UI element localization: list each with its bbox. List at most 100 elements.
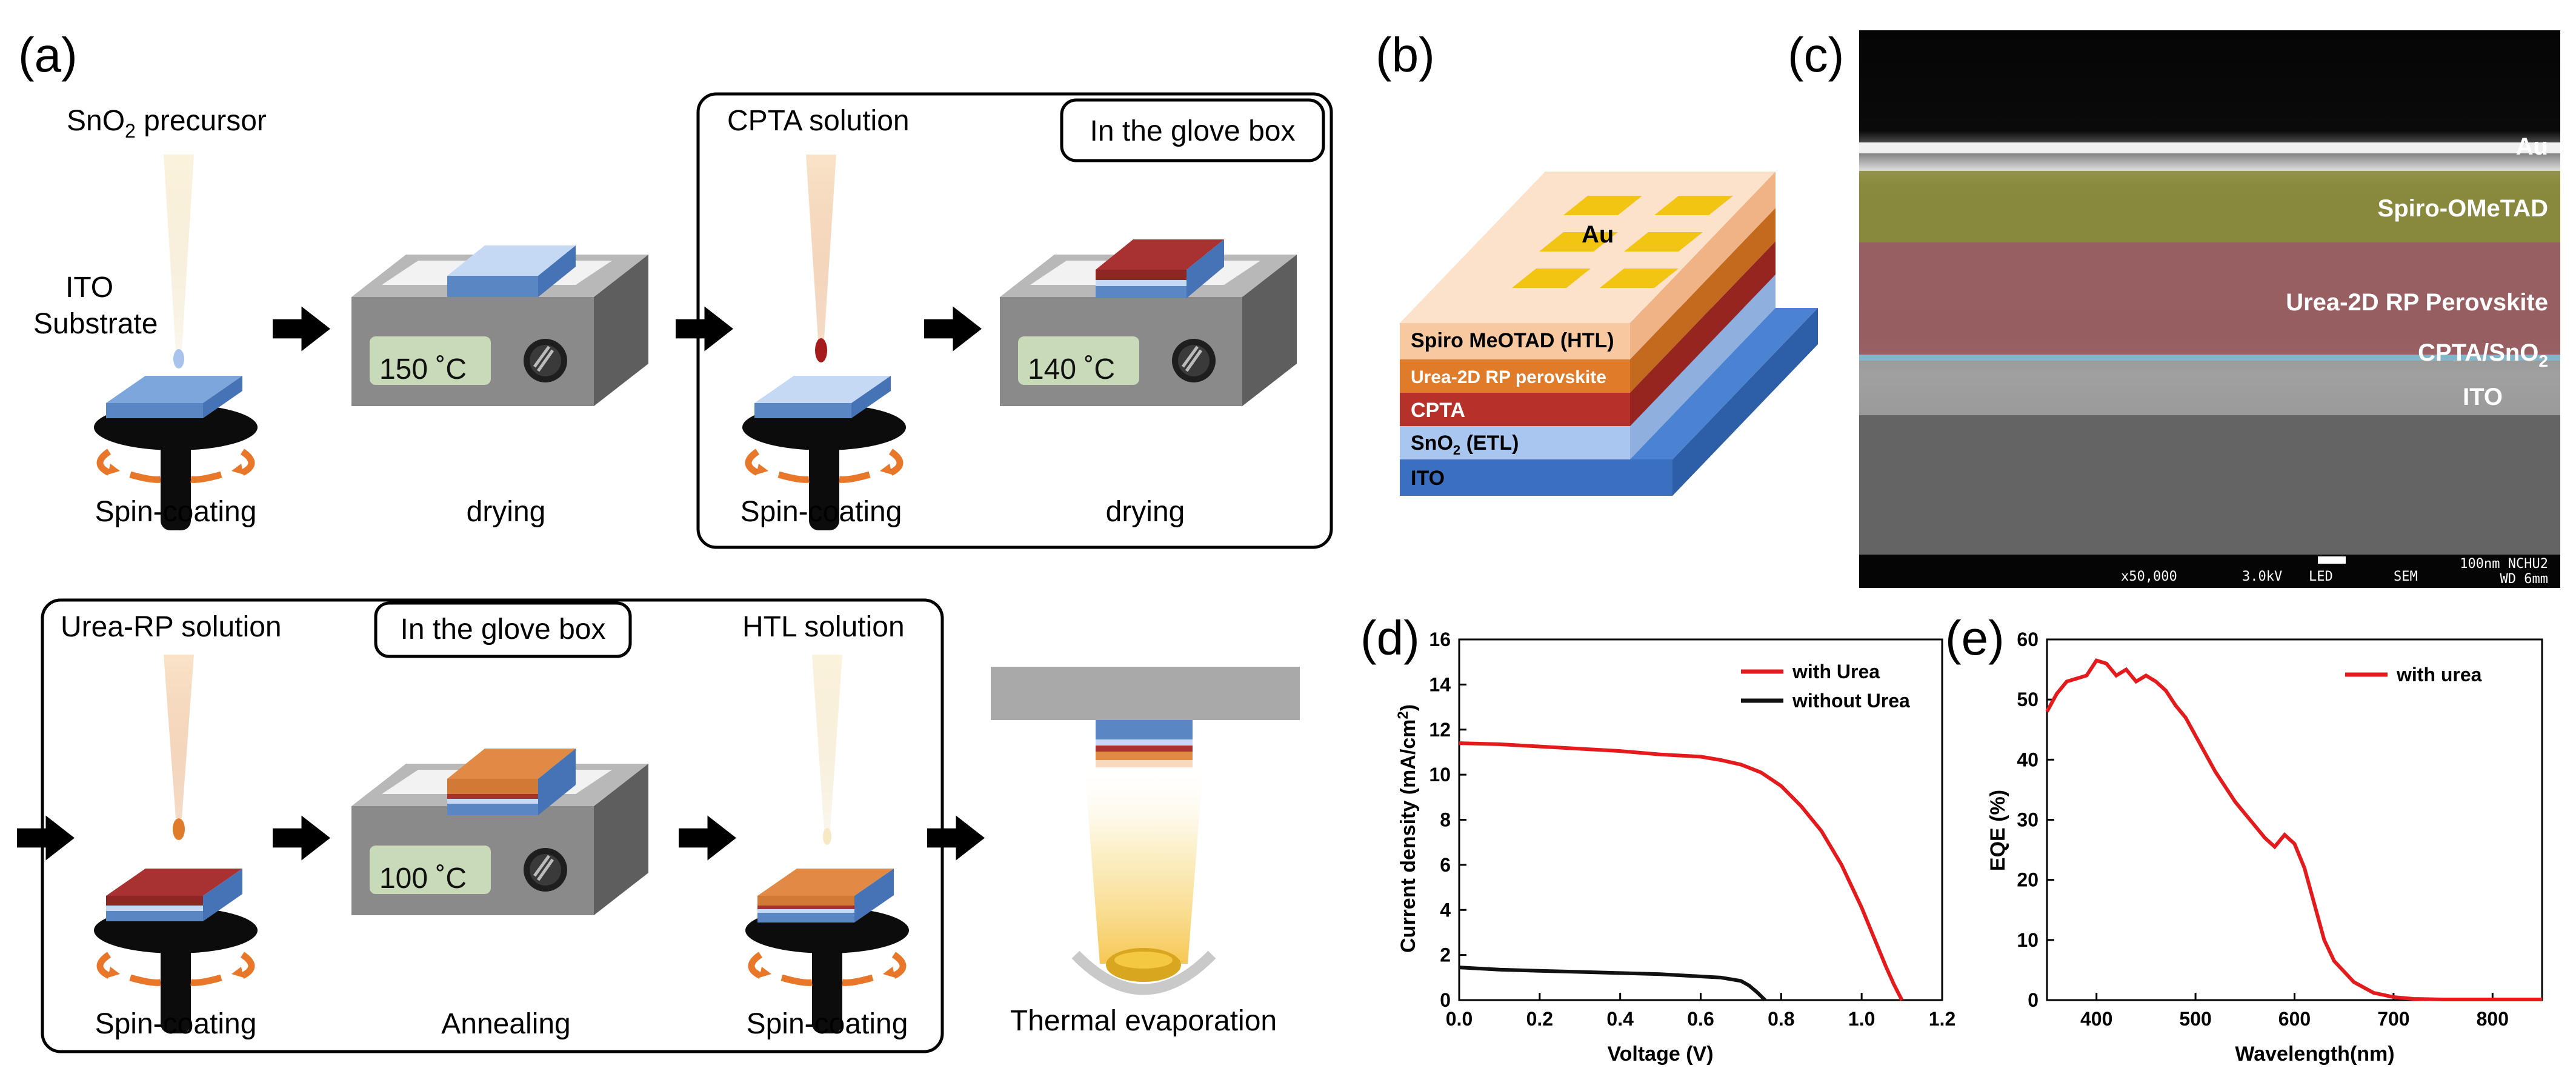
ito-substrate-label-1: ITO <box>65 272 113 304</box>
sample-on-hotplate-2 <box>1096 239 1224 298</box>
y-tick-label: 20 <box>2017 869 2039 891</box>
eqe-chart-xlabel: Wavelength(nm) <box>2235 1043 2394 1066</box>
htl-droplet <box>823 828 831 845</box>
panel-label-c: (c) <box>1788 28 1844 82</box>
y-tick-label: 0 <box>2028 989 2039 1011</box>
sem-ito-label: ITO <box>2463 384 2503 410</box>
series-line-0 <box>1459 741 1904 1001</box>
arrow-1 <box>273 306 330 352</box>
x-tick-label: 0.2 <box>1526 1008 1553 1030</box>
x-tick-label: 0.4 <box>1606 1008 1634 1030</box>
eqe-chart-ylabel: EQE (%) <box>1986 790 2009 871</box>
evaporation-beam <box>1085 770 1203 964</box>
arrow-6 <box>679 815 736 861</box>
ito-substrate-label-2: Substrate <box>33 308 158 340</box>
au-pad-4 <box>1624 232 1703 252</box>
cpta-droplet <box>815 338 827 362</box>
legend-label-0: with Urea <box>1792 661 1880 682</box>
drying-label-2: drying <box>1106 496 1185 528</box>
layer-spiro-front <box>1400 323 1630 359</box>
pipette-tip-cpta <box>806 155 836 339</box>
jv-chart-xlabel: Voltage (V) <box>1607 1043 1713 1066</box>
arrow-7 <box>927 815 985 861</box>
panel-label-d: (d) <box>1360 611 1420 665</box>
y-tick-label: 60 <box>2017 629 2039 650</box>
series-line-0 <box>2045 658 2542 1001</box>
cpta-solution-label: CPTA solution <box>727 105 910 137</box>
y-tick-label: 10 <box>1429 764 1451 786</box>
htl-solution-label: HTL solution <box>742 611 905 643</box>
device-ito-label: ITO <box>1411 467 1445 490</box>
sample-on-hotplate-3 <box>447 749 576 815</box>
sem-spiro-band <box>1859 171 2560 242</box>
glove-box-label-top: In the glove box <box>1090 115 1296 147</box>
layer-ito-front <box>1400 459 1672 496</box>
sno2-droplet <box>173 349 184 369</box>
glove-box-label-bottom: In the glove box <box>401 613 606 646</box>
sem-spiro-label: Spiro-OMeTAD <box>2378 195 2548 222</box>
y-tick-label: 4 <box>1440 899 1451 921</box>
layer-cpta-front <box>1400 393 1630 426</box>
sem-footer-scale: 100nm NCHU2 <box>2460 556 2548 572</box>
y-tick-label: 50 <box>2017 689 2039 710</box>
plot-frame <box>2046 638 2543 1001</box>
arrow-2 <box>676 306 733 352</box>
device-au-label: Au <box>1582 221 1614 248</box>
perovskite-coated-sample <box>757 869 894 923</box>
sem-cpta-label: CPTA/SnO2 <box>2418 339 2548 370</box>
glove-box-frame-top <box>696 92 1333 549</box>
sem-perovskite-band <box>1859 242 2560 355</box>
device-cpta-label: CPTA <box>1411 399 1465 422</box>
panel-label-a: (a) <box>18 28 78 82</box>
sno2-coated-sample <box>754 376 891 418</box>
legend-label-1: without Urea <box>1792 690 1910 712</box>
x-tick-label: 1.0 <box>1848 1008 1875 1030</box>
x-tick-label: 0.0 <box>1446 1008 1473 1030</box>
urea-droplet <box>173 818 185 840</box>
x-tick-label: 1.2 <box>1929 1008 1955 1030</box>
thermal-evaporation-label: Thermal evaporation <box>1010 1005 1277 1037</box>
y-tick-label: 30 <box>2017 809 2039 831</box>
sem-footer-bar <box>1859 555 2560 588</box>
sem-image <box>1859 30 2560 588</box>
x-tick-label: 700 <box>2377 1008 2409 1030</box>
au-pad-1 <box>1654 196 1733 215</box>
spin-coating-label-2: Spin-coating <box>741 496 902 528</box>
x-tick-label: 0.8 <box>1768 1008 1794 1030</box>
sem-footer-sem: SEM <box>2394 569 2418 584</box>
arrow-5 <box>273 815 330 861</box>
glove-box-tag-bottom <box>374 601 632 658</box>
layer-urea-front <box>1400 359 1630 393</box>
y-tick-label: 40 <box>2017 749 2039 770</box>
cpta-coated-sample <box>106 869 242 921</box>
jv-chart-ylabel: Current density (mA/cm2) <box>1395 704 1420 953</box>
y-tick-label: 6 <box>1440 854 1451 876</box>
sem-scale-bar <box>2318 556 2346 564</box>
pipette-tip-htl <box>812 655 842 830</box>
arrow-4 <box>17 815 75 861</box>
sample-on-hotplate-1 <box>447 245 576 297</box>
y-tick-label: 2 <box>1440 944 1451 966</box>
x-tick-label: 0.6 <box>1687 1008 1714 1030</box>
au-pad-2 <box>1563 196 1642 215</box>
x-tick-label: 500 <box>2179 1008 2211 1030</box>
sem-footer-wd: WD 6mm <box>2500 572 2548 587</box>
device-spiro-label: Spiro MeOTAD (HTL) <box>1411 329 1614 352</box>
au-pad-6 <box>1600 269 1679 288</box>
annealing-label: Annealing <box>441 1008 571 1040</box>
device-sno2-label: SnO2 (ETL) <box>1411 432 1519 458</box>
x-tick-label: 800 <box>2477 1008 2509 1030</box>
au-pad-3 <box>1539 232 1618 252</box>
glove-box-tag-top <box>1060 98 1325 162</box>
sem-footer-led: LED <box>2309 569 2333 584</box>
spin-coating-label-3: Spin-coating <box>95 1008 257 1040</box>
x-tick-label: 600 <box>2278 1008 2311 1030</box>
ito-substrate-sample <box>106 376 242 418</box>
spin-coating-label-1: Spin-coating <box>95 496 257 528</box>
sno2-precursor-label: SnO2 precursor <box>67 105 267 142</box>
y-tick-label: 8 <box>1440 809 1451 831</box>
x-tick-label: 400 <box>2080 1008 2112 1030</box>
temperature-150: 150 ˚C <box>379 353 467 385</box>
